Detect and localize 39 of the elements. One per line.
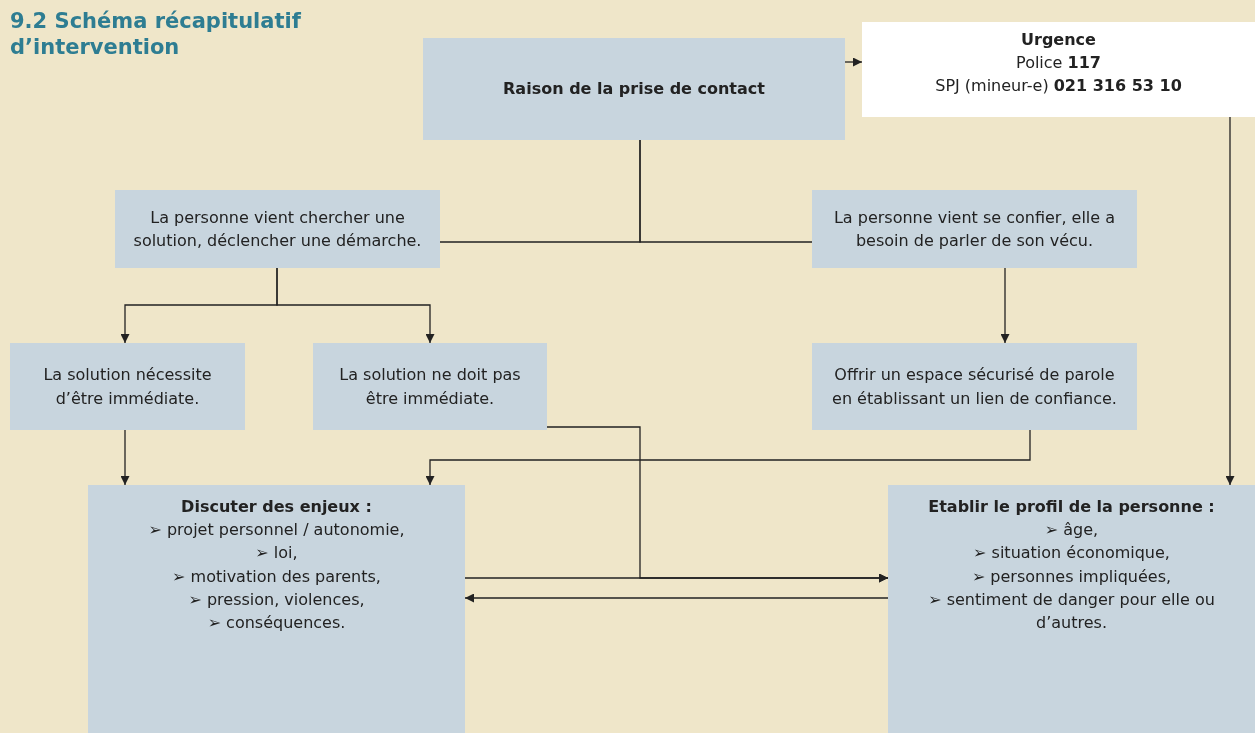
arrow [464,593,889,603]
box-text: SPJ (mineur-e) 021 316 53 10 [935,75,1182,98]
process-box [812,190,1137,268]
box-text: La solution nécessite d’être immédiate. [42,364,213,410]
heading: 9.2 Schéma récapitulatif d’intervention [10,8,302,61]
box-text: Police 117 [1016,52,1101,75]
box-text: La personne vient se confier, elle a besoin de parler de son vécu. [832,206,1117,252]
list-item: ➢ loi, [255,542,298,565]
arrow [276,267,435,344]
arrow [1225,116,1235,486]
box-text: La personne vient chercher une solution, déclencher une démarche. [132,206,423,252]
connector-line [639,139,813,243]
box-heading: Etablir le profil de la personne : [928,496,1215,518]
arrow [464,573,889,583]
arrow [1000,267,1010,344]
arrow [425,429,1031,486]
list-item: ➢ pression, violences, [188,588,365,611]
emergency-box [862,22,1255,117]
process-box [10,343,245,430]
arrow [120,429,130,486]
process-box [115,190,440,268]
process-box [313,343,547,430]
list-item: ➢ âge, [1044,519,1099,542]
list-item: ➢ personnes impliquées, [971,565,1172,588]
box-text: Offrir un espace sécurisé de parole en établissant un lien de confiance. [831,364,1118,410]
list-item: ➢ projet personnel / autonomie, [148,519,405,542]
list-item: ➢ motivation des parents, [172,565,381,588]
list-item: ➢ situation économique, [973,542,1170,565]
list-item: ➢ sentiment de danger pour elle ou d’autres. [927,588,1216,634]
arrow [844,57,863,67]
box-heading: Urgence [1021,29,1096,51]
box-heading: Raison de la prise de contact [503,78,765,101]
box-heading: Discuter des enjeux : [181,496,372,518]
process-box [423,38,845,140]
process-box [888,485,1255,733]
list-item: ➢ conséquences. [207,611,346,634]
process-box [88,485,465,733]
process-box [812,343,1137,430]
box-text: La solution ne doit pas être immédiate. [338,364,522,410]
